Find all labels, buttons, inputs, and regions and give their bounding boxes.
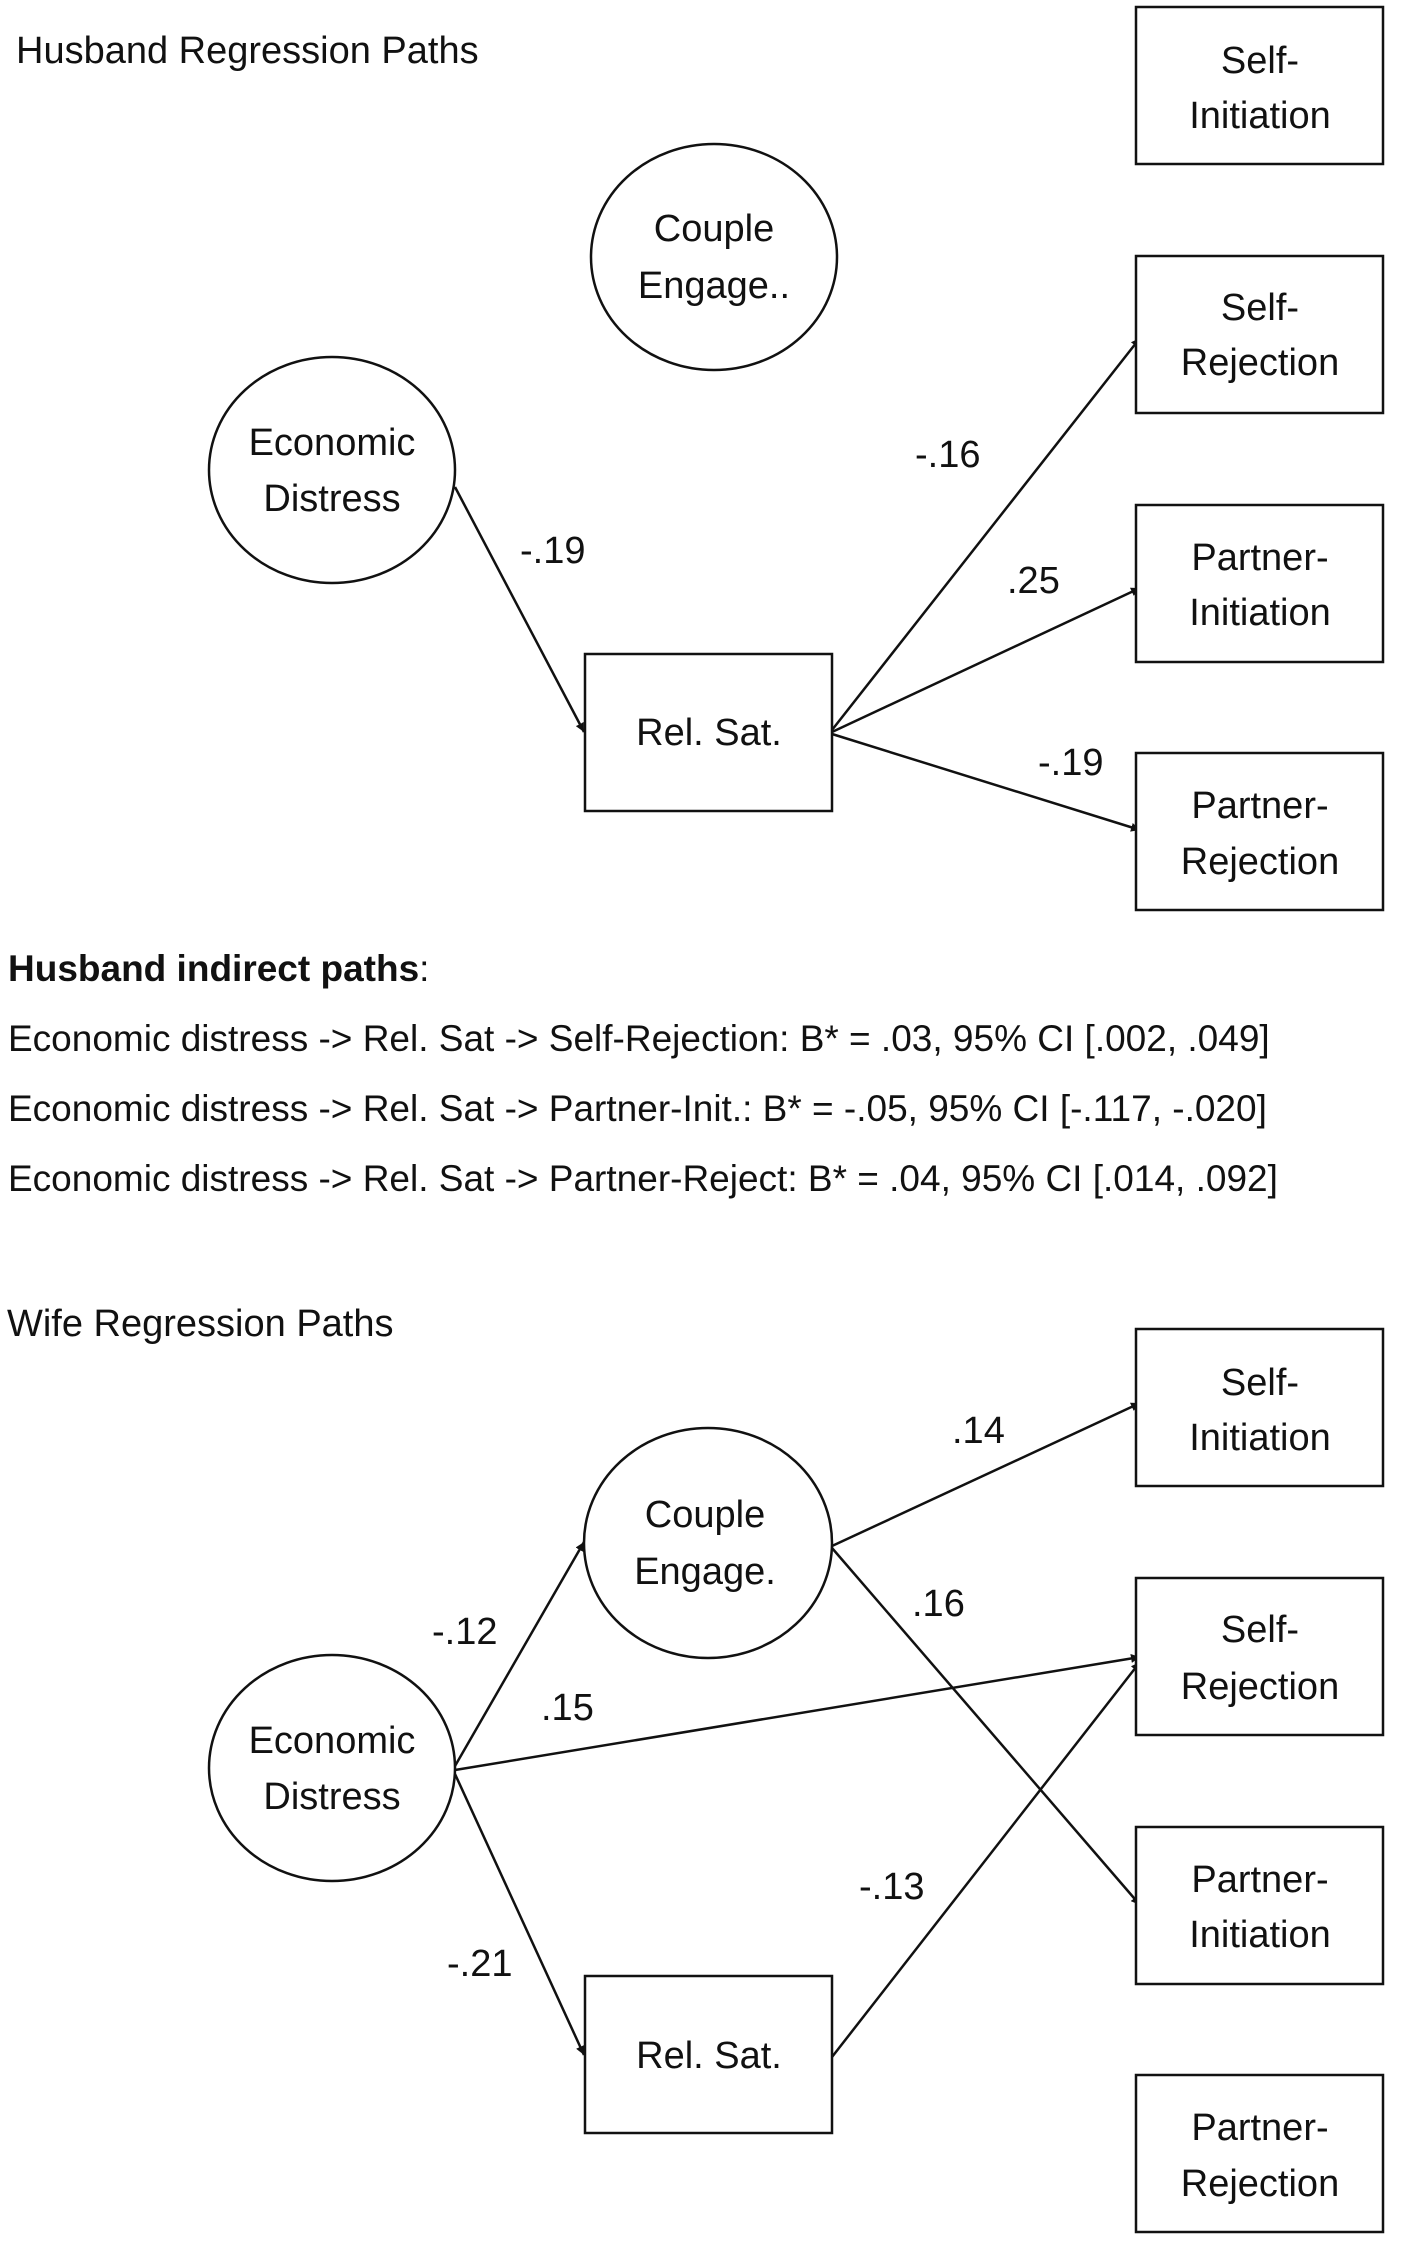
node-label-line: Initiation xyxy=(1189,592,1331,634)
wife-node-self-rejection: Self- Rejection xyxy=(1134,1576,1385,1737)
husband-edge-relsat-selfrejection xyxy=(831,337,1141,731)
node-label-line: Rel. Sat. xyxy=(636,712,782,754)
wife-edge-econ-selfrejection xyxy=(454,1654,1141,1772)
wife-coef-coupleengage-partnerinitiation: .16 xyxy=(912,1583,965,1625)
node-label-line: Rel. Sat. xyxy=(636,2035,782,2077)
husband-node-self-initiation: Self- Initiation xyxy=(1134,5,1385,166)
wife-node-rel-sat: Rel. Sat. xyxy=(583,1974,834,2135)
node-label-line: Rejection xyxy=(1181,841,1339,883)
indirect-paths-heading: Husband indirect paths: xyxy=(8,945,1278,993)
node-label-line: Initiation xyxy=(1189,1417,1331,1459)
indirect-path-line: Economic distress -> Rel. Sat -> Partner… xyxy=(8,1088,1267,1129)
wife-node-partner-rejection: Partner- Rejection xyxy=(1134,2073,1385,2234)
node-label-line: Rejection xyxy=(1181,342,1339,384)
node-label-line: Economic xyxy=(249,422,416,464)
node-label-line: Partner- xyxy=(1191,785,1328,827)
husband-indirect-paths: Husband indirect paths: Economic distres… xyxy=(8,945,1278,1225)
wife-edge-coupleengage-selfinitiation xyxy=(831,1401,1141,1548)
node-label-line: Rejection xyxy=(1181,1666,1339,1708)
node-label-line: Partner- xyxy=(1191,2107,1328,2149)
husband-coef-relsat-partnerrejection: -.19 xyxy=(1038,742,1103,784)
wife-coef-econ-relsat: -.21 xyxy=(447,1943,512,1985)
indirect-heading-colon: : xyxy=(419,948,430,989)
node-label-line: Engage. xyxy=(634,1551,776,1593)
husband-node-economic-distress: Economic Distress xyxy=(207,355,457,585)
husband-node-partner-initiation: Partner- Initiation xyxy=(1134,503,1385,664)
husband-section-title: Husband Regression Paths xyxy=(16,30,479,72)
node-label-line: Self- xyxy=(1221,287,1299,329)
wife-edge-econ-relsat xyxy=(453,1773,586,2056)
husband-node-self-rejection: Self- Rejection xyxy=(1134,254,1385,415)
wife-coef-relsat-selfrejection: -.13 xyxy=(859,1866,924,1908)
wife-edge-relsat-selfrejection xyxy=(831,1661,1141,2058)
node-label-line: Initiation xyxy=(1189,95,1331,137)
husband-edge-relsat-partnerrejection xyxy=(831,732,1141,832)
wife-diagram: Wife Regression Paths Self- Initiation C… xyxy=(7,1303,1385,2234)
husband-edge-econ-relsat xyxy=(453,486,586,733)
wife-coef-econ-coupleengage: -.12 xyxy=(432,1611,497,1653)
husband-coef-relsat-partnerinitiation: .25 xyxy=(1007,560,1060,602)
husband-edge-relsat-partnerinitiation xyxy=(831,586,1141,734)
node-label-line: Partner- xyxy=(1191,537,1328,579)
node-label-line: Self- xyxy=(1221,1609,1299,1651)
node-label-line: Rejection xyxy=(1181,2163,1339,2205)
wife-node-self-initiation: Self- Initiation xyxy=(1134,1327,1385,1488)
node-label-line: Self- xyxy=(1221,40,1299,82)
node-label-line: Couple xyxy=(645,1494,765,1536)
wife-node-partner-initiation: Partner- Initiation xyxy=(1134,1825,1385,1986)
husband-node-partner-rejection: Partner- Rejection xyxy=(1134,751,1385,912)
husband-diagram: Husband Regression Paths Self- Initiatio… xyxy=(16,5,1385,912)
node-label-line: Initiation xyxy=(1189,1914,1331,1956)
indirect-path-line: Economic distress -> Rel. Sat -> Partner… xyxy=(8,1158,1278,1199)
husband-node-rel-sat: Rel. Sat. xyxy=(583,652,834,813)
node-label-line: Distress xyxy=(263,478,400,520)
indirect-heading-text: Husband indirect paths xyxy=(8,948,420,989)
wife-coef-coupleengage-selfinitiation: .14 xyxy=(952,1410,1005,1452)
husband-coef-relsat-selfrejection: -.16 xyxy=(915,434,980,476)
node-label-line: Couple xyxy=(654,208,774,250)
node-label-line: Engage.. xyxy=(638,265,790,307)
wife-edge-econ-coupleengage xyxy=(453,1541,586,1767)
node-label-line: Distress xyxy=(263,1776,400,1818)
indirect-path-line: Economic distress -> Rel. Sat -> Self-Re… xyxy=(8,1018,1270,1059)
wife-coef-econ-selfrejection: .15 xyxy=(541,1687,594,1729)
wife-node-couple-engage: Couple Engage. xyxy=(582,1426,834,1660)
node-label-line: Self- xyxy=(1221,1362,1299,1404)
wife-section-title: Wife Regression Paths xyxy=(7,1303,394,1345)
husband-coef-econ-relsat: -.19 xyxy=(520,530,585,572)
husband-node-couple-engage: Couple Engage.. xyxy=(589,142,839,372)
node-label-line: Partner- xyxy=(1191,1859,1328,1901)
node-label-line: Economic xyxy=(249,1720,416,1762)
wife-edge-coupleengage-partnerinitiation xyxy=(831,1547,1141,1906)
wife-node-economic-distress: Economic Distress xyxy=(207,1653,457,1883)
